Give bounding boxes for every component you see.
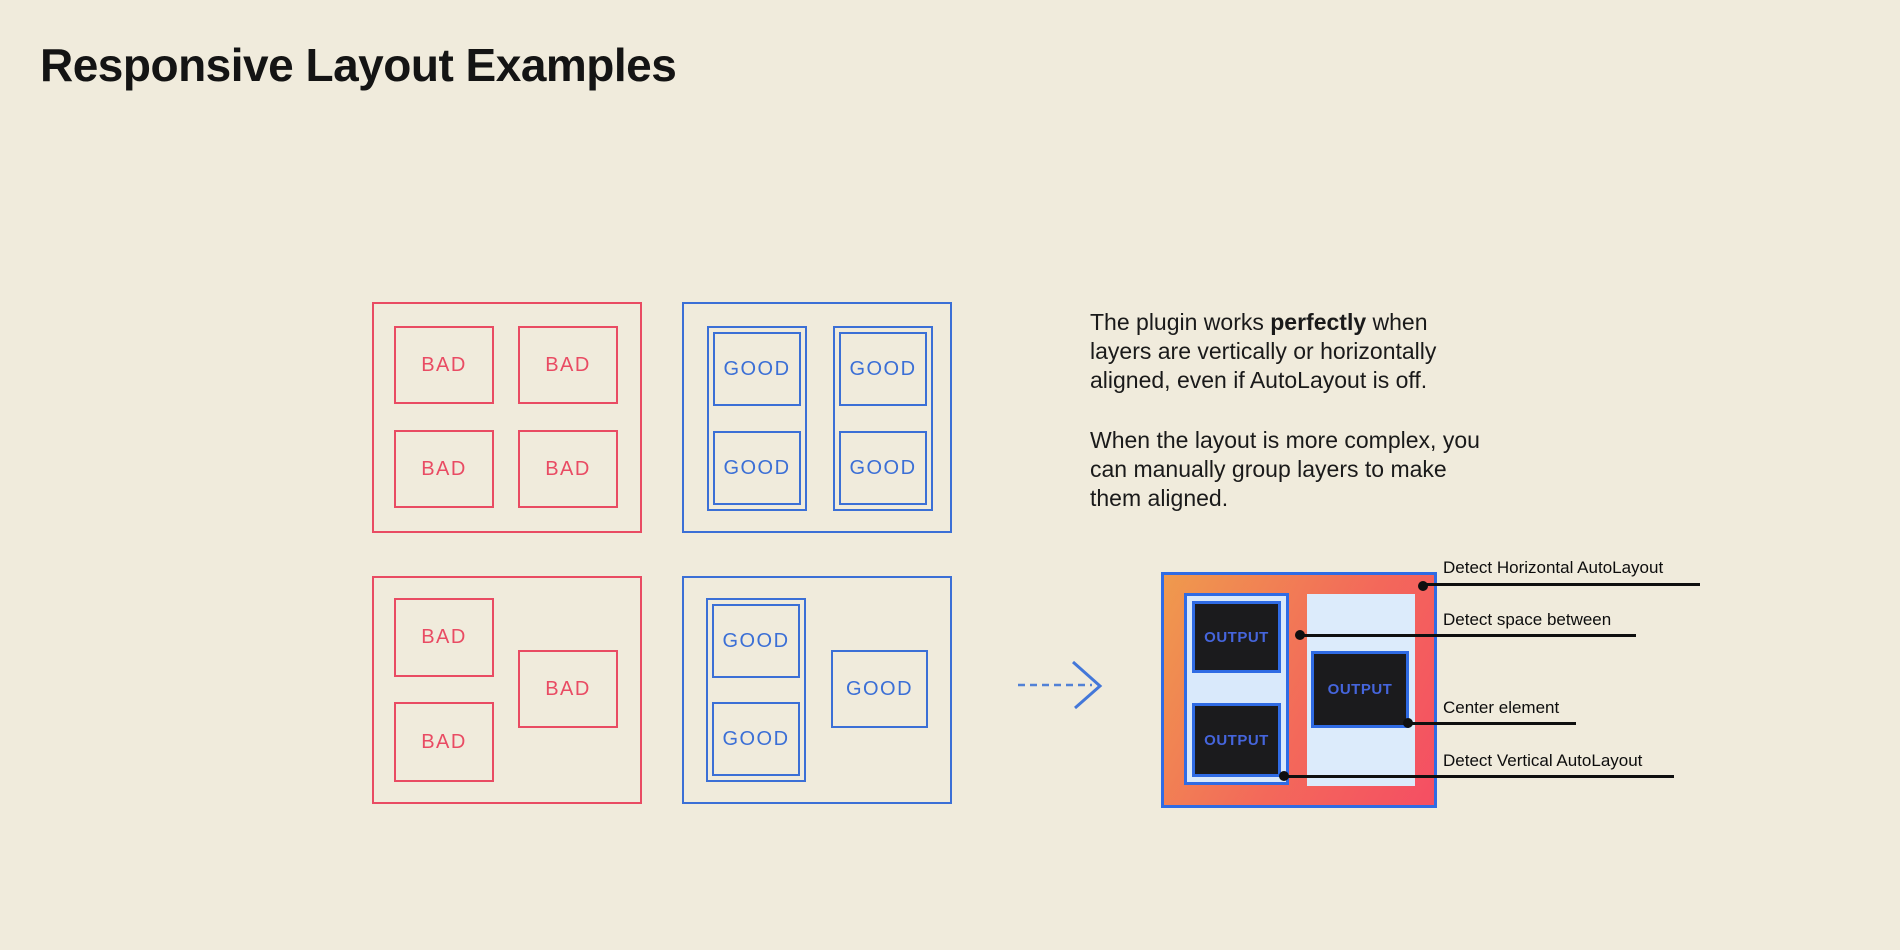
good-group-left: GOOD GOOD [707,326,807,511]
description-segment: The plugin works [1090,309,1271,335]
annotation-connector-dot [1295,630,1305,640]
description-line: layers are vertically or horizontally [1090,338,1437,364]
good-box: GOOD [712,702,800,776]
description-line: them aligned. [1090,485,1229,511]
description-line: can manually group layers to make [1090,456,1447,482]
output-diagram: OUTPUT OUTPUT OUTPUT [1161,572,1437,808]
bad-box: BAD [394,326,494,404]
annotation-connector-line [1408,722,1576,725]
output-vertical-group: OUTPUT OUTPUT [1184,593,1289,785]
good-box: GOOD [712,604,800,678]
bad-box: BAD [518,326,618,404]
annotation-connector-dot [1279,771,1289,781]
annotation-center-element: Center element [1443,698,1560,717]
annotation-detect-vertical-autolayout: Detect Vertical AutoLayout [1443,751,1643,770]
description-text: The plugin works perfectly when layers a… [1090,308,1480,513]
bad-box: BAD [394,430,494,508]
good-group-left: GOOD GOOD [706,598,806,782]
bad-box: BAD [394,702,494,782]
annotation-detect-horizontal-autolayout: Detect Horizontal AutoLayout [1443,558,1664,577]
output-box: OUTPUT [1192,601,1281,673]
good-box: GOOD [713,431,801,505]
good-box: GOOD [831,650,928,728]
example-frame-good-grid: GOOD GOOD GOOD GOOD [682,302,952,533]
description-line: When the layout is more complex, you [1090,427,1480,453]
example-frame-bad-scattered: BAD BAD BAD [372,576,642,804]
good-box: GOOD [839,332,927,406]
bad-box: BAD [518,650,618,728]
bad-box: BAD [518,430,618,508]
arrow-right-icon [1018,660,1103,710]
bad-box: BAD [394,598,494,677]
annotation-connector-line [1300,634,1636,637]
description-bold: perfectly [1270,309,1367,335]
annotation-connector-dot [1403,718,1413,728]
annotation-connector-line [1284,775,1674,778]
annotation-connector-dot [1418,581,1428,591]
description-line: The plugin works perfectly when [1090,308,1480,337]
description-line: aligned, even if AutoLayout is off. [1090,367,1428,393]
annotation-connector-line [1421,583,1700,586]
output-box: OUTPUT [1311,651,1409,728]
description-segment: when [1366,309,1428,335]
good-box: GOOD [839,431,927,505]
good-group-right: GOOD GOOD [833,326,933,511]
annotation-detect-space-between: Detect space between [1443,610,1612,629]
output-box: OUTPUT [1192,703,1281,777]
page-title: Responsive Layout Examples [40,39,677,91]
example-frame-bad-grid: BAD BAD BAD BAD [372,302,642,533]
example-frame-good-grouped: GOOD GOOD GOOD [682,576,952,804]
good-box: GOOD [713,332,801,406]
